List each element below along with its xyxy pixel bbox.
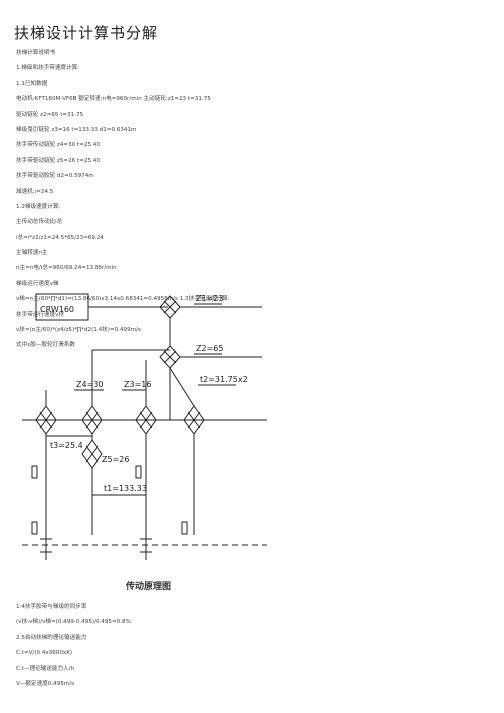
text-line: 减速机:i=24.5 [16, 188, 54, 195]
label-z5: Z5=26 [102, 455, 129, 464]
text-line: 梯级运行速度v梯 [16, 280, 59, 287]
text-line: 1.1已知数据 [16, 80, 48, 87]
label-z4: Z4=30 [76, 380, 103, 389]
text-line: V—额定速度0.495m/s [16, 680, 75, 687]
body-text-block: 扶梯计算说明书 1.梯级和扶手带速度计算: 1.1已知数据 电动机:KFT160… [16, 46, 486, 354]
text-line: 扶手带传动链轮 z4=30 t=25.40 [16, 142, 100, 149]
label-t3: t3=25.4 [50, 441, 83, 450]
text-line: v扶=(n主/60)*(z4/z5)*∏*d2(1.4扶)=0.499m/s [16, 327, 141, 334]
text-line: 扶手带驱动链轮 z5=26 t=25.40 [16, 157, 100, 164]
text-line: 主轴转速n主 [16, 250, 48, 257]
text-line: 电动机:KFT160M-VF6B 额定转速:n电=960r/min 主动链轮:z… [16, 96, 211, 103]
transmission-diagram: CRW160 Z1=23 t2=31.75x2 Z2=65 Z3=16 Z4=3… [22, 290, 272, 573]
bearing [31, 465, 38, 479]
label-z2: Z2=65 [196, 344, 223, 353]
text-line: (v扶-v梯)/v梯=(0.499-0.495)/0.495=0.8% [16, 619, 131, 626]
text-line: 驱动链轮 z2=65 t=31.75 [16, 111, 84, 118]
text-line: 扶手带驱动胶轮 d2=0.5974m [16, 173, 94, 180]
label-t2: t2=31.75x2 [200, 375, 248, 384]
label-z3: Z3=16 [124, 380, 151, 389]
text-line: 式中ε胶—胶轮打滑系数 [16, 342, 75, 349]
label-t1: t1=133.33 [104, 484, 147, 493]
text-line: 扶手带运行速度v扶 [16, 311, 65, 318]
text-line: 梯级曳引链轮 z3=16 t=133.33 d1=0.6341m [16, 126, 137, 133]
text-line: 主传动总传动比i总 [16, 219, 63, 226]
text-line: 1.梯级和扶手带速度计算: [16, 65, 80, 72]
motor-label: CRW160 [40, 305, 74, 314]
bearing [31, 521, 38, 535]
label-z1: Z1=23 [196, 294, 223, 303]
text-line: i总=i*z2/z1=24.5*65/23=69.24 [16, 234, 104, 241]
bearing [181, 521, 188, 535]
text-line: n主=n电/i总=960/69.24=13.86r/min [16, 265, 117, 272]
text-line: C.t—理论输送能力人/h [16, 665, 75, 672]
body-text-block-2: 1.4扶手胶带与梯级的同步率 (v扶-v梯)/v梯=(0.499-0.495)/… [16, 600, 486, 692]
bearing [135, 465, 142, 479]
diagram-caption: 传动原理图 [126, 582, 172, 592]
text-line: C.t=V/(0.4x3600xK) [16, 650, 73, 657]
text-line: v梯=n主(60*∏*d1)=(13.86/60)x3.14x0.68341=0… [16, 296, 230, 303]
text-line: 1.4扶手胶带与梯级的同步率 [16, 604, 87, 610]
page-title: 扶梯设计计算书分解 [14, 24, 159, 42]
text-line: 2.5自动扶梯的理论输送能力 [16, 634, 87, 641]
text-line: 扶梯计算说明书 [16, 50, 56, 56]
text-line: 1.2梯级速度计算: [16, 203, 61, 210]
transmission-diagram-svg: CRW160 Z1=23 t2=31.75x2 Z2=65 Z3=16 Z4=3… [22, 293, 267, 560]
